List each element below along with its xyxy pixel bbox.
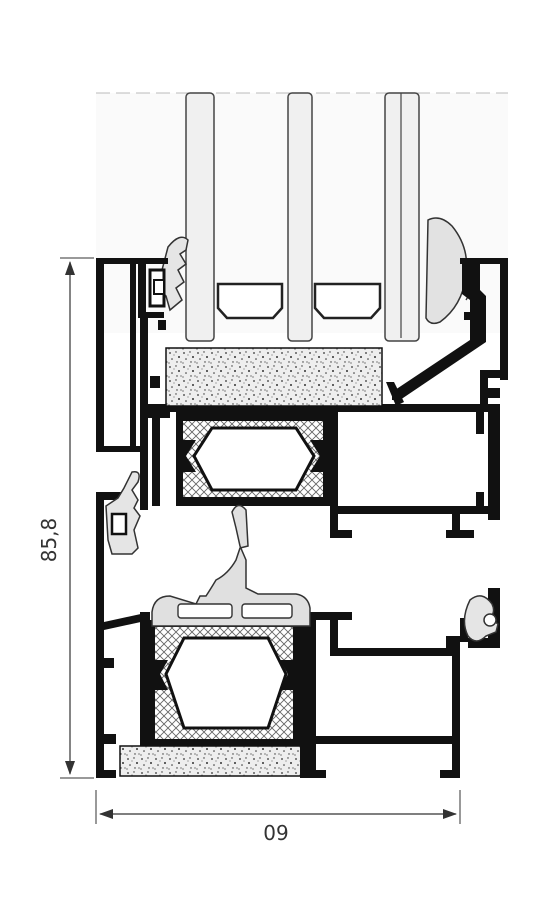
frame-profile bbox=[96, 492, 500, 778]
width-dimension-label: 09 bbox=[263, 821, 288, 845]
width-dimension: 09 bbox=[95, 790, 461, 845]
outer-glazing-gasket bbox=[159, 236, 189, 312]
glass-pane-middle bbox=[287, 92, 313, 342]
sash-profile bbox=[96, 258, 508, 538]
thermal-break-frame bbox=[148, 620, 300, 746]
glass-spacer-2 bbox=[313, 282, 382, 320]
inner-sash-seal bbox=[463, 595, 499, 642]
sash-insulation-foam bbox=[165, 347, 383, 407]
height-dimension-label: 85,8 bbox=[37, 518, 61, 563]
glass-pane-outer bbox=[185, 92, 215, 342]
glass-spacer-1 bbox=[216, 282, 284, 320]
frame-insulation-base bbox=[119, 745, 305, 777]
glass-pane-inner bbox=[384, 92, 420, 342]
thermal-break-sash bbox=[176, 412, 330, 506]
central-gasket bbox=[151, 504, 311, 627]
height-dimension: 85,8 bbox=[37, 257, 94, 779]
